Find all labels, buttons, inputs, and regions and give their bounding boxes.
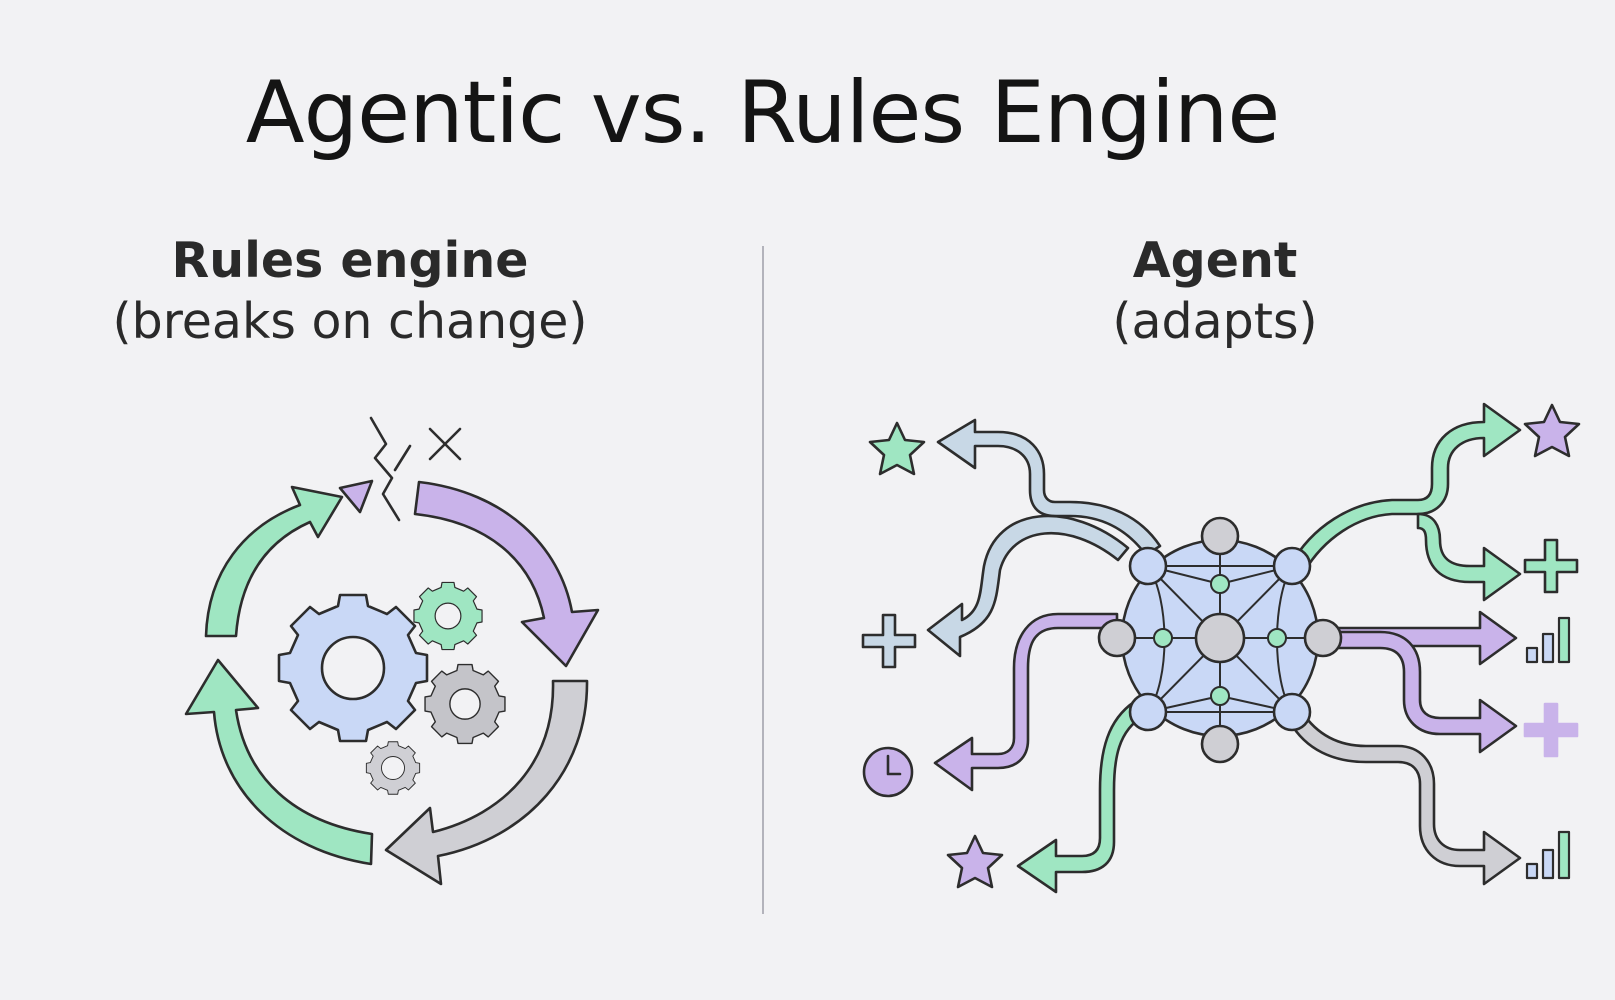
rules-cycle [184, 479, 600, 886]
page-title: Agentic vs. Rules Engine [245, 63, 1281, 163]
gear-icon [277, 593, 429, 743]
agent-sublabel: (adapts) [1112, 292, 1318, 350]
clock-icon [862, 746, 914, 798]
route-purple-left [933, 612, 1119, 792]
panel-divider [762, 246, 764, 914]
bar-chart-icon [1525, 616, 1571, 664]
network-hub-icon [1097, 516, 1343, 764]
star-icon [868, 421, 926, 476]
cycle-arrow-gray-bottom [384, 679, 589, 886]
star-icon [946, 834, 1004, 889]
cycle-arrow-green-top [204, 485, 344, 638]
star-icon [1523, 403, 1581, 458]
rules-engine-heading: Rules engine (breaks on change) [60, 232, 640, 352]
route-green-lower [1416, 512, 1522, 602]
x-icon [428, 427, 462, 461]
bar-chart-icon [1525, 830, 1571, 880]
cycle-arrow-green-left [184, 658, 374, 866]
agent-label: Agent [1132, 232, 1298, 289]
route-green-top [1288, 402, 1522, 574]
plus-icon [1523, 538, 1579, 594]
route-slate-mid [926, 514, 1130, 658]
rules-engine-label: Rules engine [171, 232, 529, 289]
rules-engine-sublabel: (breaks on change) [112, 292, 588, 350]
route-slate-top [936, 418, 1162, 557]
route-purple-right-low [1336, 630, 1518, 754]
plus-icon [1523, 702, 1579, 758]
plus-icon [861, 613, 917, 669]
gear-icon [424, 663, 506, 745]
broken-arrow-tip [338, 479, 374, 514]
gear-icon [413, 581, 483, 651]
route-gray-bottom [1288, 710, 1522, 886]
broken-link-icon [369, 416, 412, 522]
route-green-bottom [1016, 700, 1146, 894]
gear-icon [365, 741, 421, 795]
cycle-arrow-purple-right [413, 480, 600, 668]
agent-heading: Agent (adapts) [920, 232, 1510, 352]
